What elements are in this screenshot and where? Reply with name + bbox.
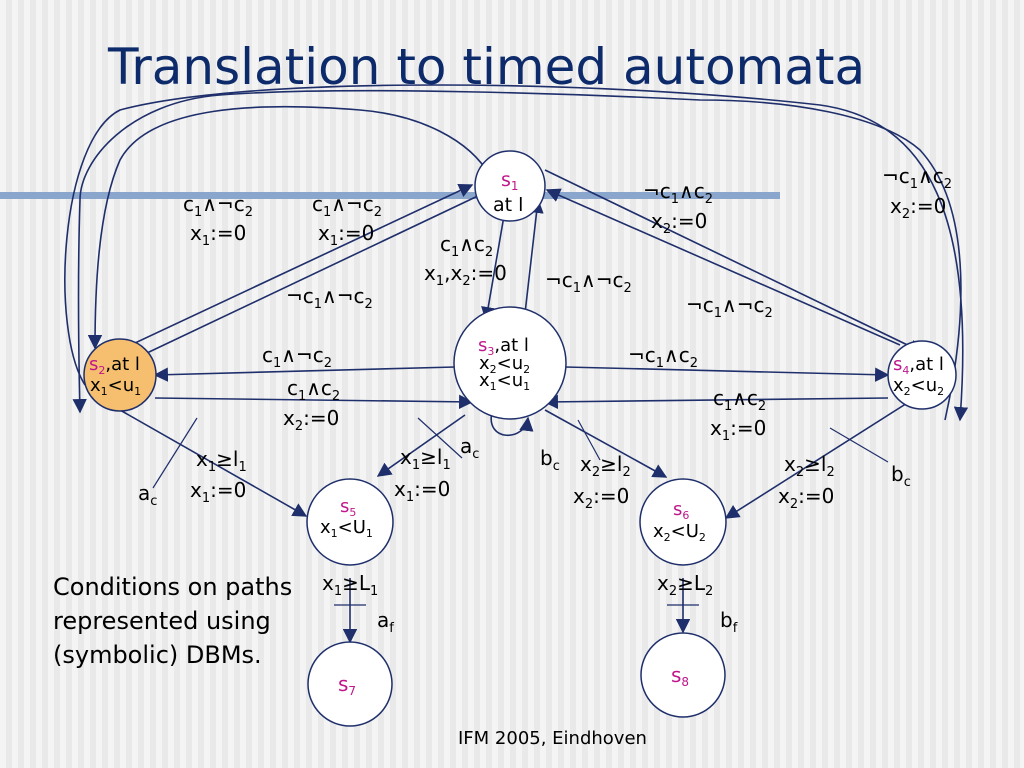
edge-s4-s3 [543,394,889,410]
svg-text:s5: s5 [340,496,356,519]
edge-s4-s1 [545,188,901,346]
label-edge-guard: c1∧c2 [713,386,766,414]
edge-s2-s3 [154,394,474,410]
label-edge-guard: x2≥L2 [657,571,713,599]
label-edge-guard: x1≥l1 [196,447,247,475]
edge-s3-s6 [544,409,668,478]
label-edge-guard: x1≥l1 [400,445,451,473]
edge-s2-s5 [119,409,308,517]
label-edge-guard: c1∧¬c2 [183,192,253,220]
svg-text:x1<u1: x1<u1 [479,370,530,393]
state-s5-circle [306,478,394,566]
label-edge-reset: x1:=0 [190,221,246,249]
label-edge-reset: x1:=0 [710,416,766,444]
state-s4-label: s4,at l x2<u2 [893,354,944,398]
tick-ac-left [152,417,198,489]
label-edge-reset: x1,x2:=0 [424,261,507,289]
edge-s3-s2 [153,366,456,382]
state-s1-circle [474,150,546,222]
label-edge-guard: ¬c1∧¬c2 [545,268,632,296]
edge-s1-s2-outer [87,105,491,350]
label-edge-guard: ¬c1∧¬c2 [686,293,773,321]
state-s7-circle [307,641,393,727]
label-edge-guard: ¬c1∧c2 [643,179,713,207]
svg-text:s8: s8 [671,663,689,689]
label-edge-guard: c1∧¬c2 [262,343,332,371]
label-action: ac [460,434,479,462]
state-s2-circle [83,338,157,412]
edge-s3-s1 [523,198,544,323]
state-s3-label: s3,at l x2<u2 x1<u1 [478,335,530,393]
svg-text:s7: s7 [338,672,356,698]
edge-s3-self [490,411,534,437]
label-edge-guard: c1∧¬c2 [312,192,382,220]
edge-s1-s4 [544,169,924,353]
slide-title: Translation to timed automata [108,38,866,96]
edge-s4-s6 [724,399,913,519]
state-s6-label: s6 x2<U2 [653,499,706,544]
state-s2-label: s2,at l x1<u1 [89,354,141,398]
label-action: bf [720,608,738,636]
edge-s1-s2 [126,193,483,363]
label-action: bc [540,446,560,474]
edge-s3-s5 [376,414,466,477]
svg-text:x1<u1: x1<u1 [90,375,141,398]
label-edge-reset: x1:=0 [190,478,246,506]
state-s6-circle [639,478,727,566]
svg-text:x1<U1: x1<U1 [320,517,373,540]
tick-bc-right [829,427,889,463]
label-edge-guard: ¬c1∧c2 [628,343,698,371]
label-edge-guard: x1≥L1 [322,571,378,599]
tick-bc-mid [577,419,601,461]
svg-text:x2<u2: x2<u2 [893,375,944,398]
label-edge-guard: x2≥l2 [784,452,835,480]
svg-text:s4,at l: s4,at l [893,354,944,377]
state-s3-circle [453,306,567,420]
svg-text:x2<U2: x2<U2 [653,521,706,544]
svg-text:s1: s1 [501,169,519,193]
label-action: bc [891,462,911,490]
label-edge-reset: x2:=0 [573,484,629,512]
edge-s3-s4 [564,366,890,382]
edge-s4-s2-outer [72,89,962,421]
edge-s2-s1 [119,183,474,351]
conditions-note: Conditions on paths represented using (s… [53,573,293,669]
label-edge-guard: ¬c1∧c2 [882,164,952,192]
edge-s1-s3 [481,209,506,322]
state-s7-label: s7 [338,672,356,698]
svg-text:x2<u2: x2<u2 [479,353,530,376]
state-s5-label: s5 x1<U1 [320,496,373,540]
label-edge-guard: x2≥l2 [580,452,631,480]
label-edge-reset: x1:=0 [318,221,374,249]
title-rule [0,192,780,199]
state-s8-label: s8 [671,663,689,689]
svg-text:s3,at l: s3,at l [478,335,529,358]
label-edge-reset: x2:=0 [890,194,946,222]
svg-text:s6: s6 [673,499,689,522]
state-s4-circle [887,340,957,410]
edge-s2-s4-outer [64,84,969,422]
label-edge-guard: c1∧c2 [440,232,493,260]
label-edge-reset: x2:=0 [651,209,707,237]
label-edge-reset: x2:=0 [283,406,339,434]
tick-marks [152,417,889,606]
state-s8-circle [640,632,726,718]
label-edge-guard: ¬c1∧¬c2 [286,284,373,312]
label-edge-reset: x1:=0 [394,477,450,505]
label-action: ac [138,481,157,509]
svg-text:s2,at l: s2,at l [89,354,140,377]
label-edge-reset: x2:=0 [778,484,834,512]
tick-ac-mid [417,417,463,459]
slide-footer: IFM 2005, Eindhoven [458,728,647,749]
label-action: af [377,608,394,636]
state-s1-label: s1 at l [493,169,523,216]
svg-text:at l: at l [493,194,523,216]
label-edge-guard: c1∧c2 [287,376,340,404]
